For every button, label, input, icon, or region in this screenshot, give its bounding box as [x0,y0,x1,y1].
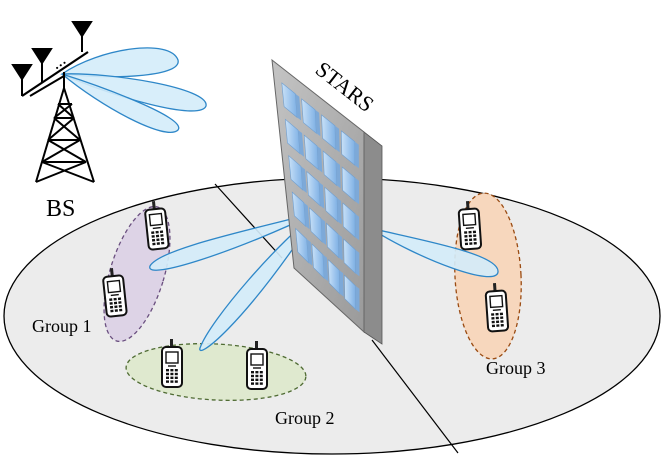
stars-beam-group2 [199,211,319,352]
stars-element-edge [336,161,341,189]
antenna-icon [31,48,53,82]
stars-element-edge [335,125,340,153]
stars-element-edge [355,213,360,241]
stars-element-edge [319,182,325,209]
bs-label: BS [46,196,75,222]
stars-element-edge [321,218,327,245]
space-divider-right [371,339,459,454]
stars-element-edge [337,198,342,225]
bs-beam-upper [60,47,179,78]
stars-side-face [363,131,383,345]
stars-element-edge [355,285,360,313]
group1-label: Group 1 [32,316,92,336]
stars-element-edge [301,166,307,193]
stars-element-edge [315,109,321,137]
stars-element-edge [355,177,360,205]
antenna-icon [71,21,93,52]
mobile-phone-icon [457,201,483,251]
users [102,201,510,390]
space-divider-left [214,183,283,259]
stars-element-edge [355,249,360,277]
stars-element-edge [306,239,313,266]
stars-element-edge [322,254,329,282]
mobile-phone-icon [102,268,128,318]
antenna-dots: ... [47,49,70,73]
stars-element-edge [295,93,302,121]
bs-beam-lower [61,73,180,133]
stars-element-edge [317,146,323,173]
mobile-phone-icon [246,341,268,390]
group2-label: Group 2 [275,408,335,428]
mobile-phone-icon [161,339,183,388]
stars-element-edge [303,202,310,230]
stars-element-edge [298,130,304,157]
mobile-phone-icon [144,201,170,251]
antenna-array [11,21,93,97]
stars-beam-group3 [369,227,499,278]
stars-beam-group1 [149,211,319,271]
stars-element-edge [354,141,359,169]
mobile-phone-icon [484,283,510,333]
stars-element-edge [339,270,344,297]
stars-surface [271,58,383,345]
stars-elements [281,82,360,313]
base-station-tower-icon [29,72,95,183]
bs-beams [60,47,207,133]
antenna-icon [11,64,33,96]
stars-beams [149,211,499,352]
stars-element-edge [338,234,343,261]
group3-label: Group 3 [486,358,546,378]
